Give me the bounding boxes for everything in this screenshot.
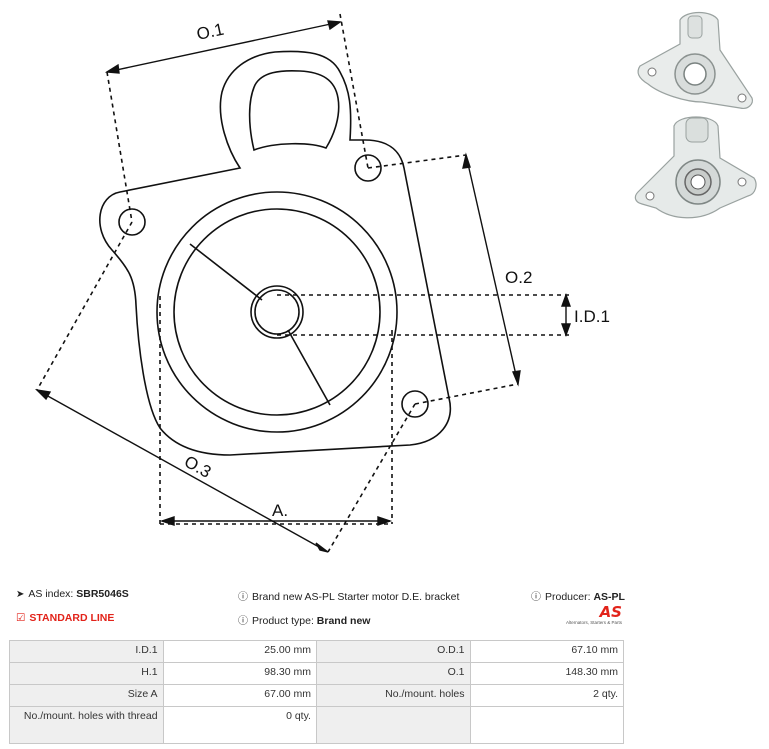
- standard-line-badge: ☑STANDARD LINE: [16, 612, 114, 624]
- spec-value: 2 qty.: [469, 684, 625, 707]
- spec-value: [469, 706, 625, 744]
- spec-value: 148.30 mm: [469, 662, 625, 685]
- table-row: No./mount. holes with thread 0 qty.: [9, 706, 625, 744]
- product-description: ⓘ Brand new AS-PL Starter motor D.E. brac…: [238, 588, 459, 603]
- spec-value: 67.00 mm: [162, 684, 317, 707]
- as-index: ➤AS index: SBR5046S: [16, 588, 129, 600]
- dim-label-o1: O.1: [195, 20, 226, 44]
- table-row: I.D.1 25.00 mm O.D.1 67.10 mm: [9, 640, 625, 663]
- description-text: Brand new AS-PL Starter motor D.E. brack…: [252, 591, 460, 603]
- spec-key: No./mount. holes with thread: [9, 706, 164, 744]
- dim-label-o3: O.3: [181, 452, 214, 482]
- product-type-label: Product type:: [252, 615, 314, 627]
- bore-outer-ring: [156, 191, 398, 433]
- specs-table: I.D.1 25.00 mm O.D.1 67.10 mm H.1 98.30 …: [9, 640, 625, 744]
- sector-window-line: [189, 243, 331, 406]
- spec-key: H.1: [9, 662, 164, 685]
- info-circle-icon: ⓘ: [531, 592, 541, 603]
- check-square-icon: ☑: [16, 612, 26, 624]
- logo-tagline: Alternators, Starters & Parts: [565, 620, 622, 625]
- producer-value: AS-PL: [593, 591, 625, 603]
- spec-key: [315, 706, 471, 744]
- logo-mark: AS: [599, 603, 622, 621]
- technical-drawing: O.1 O.2 O.3 A. I.D.1: [34, 13, 610, 553]
- tag-icon: ➤: [16, 589, 25, 600]
- spec-value: 25.00 mm: [162, 640, 317, 663]
- standard-line-label: STANDARD LINE: [29, 612, 115, 624]
- product-photo-front: [637, 11, 753, 109]
- spec-key: I.D.1: [9, 640, 164, 663]
- spec-value: 0 qty.: [162, 706, 317, 744]
- table-row: Size A 67.00 mm No./mount. holes 2 qty.: [9, 684, 625, 707]
- as-index-label: AS index:: [28, 588, 74, 600]
- mount-hole-left: [118, 208, 146, 236]
- product-type-value: Brand new: [316, 615, 371, 627]
- mount-hole-bottom: [401, 390, 429, 418]
- spec-value: 67.10 mm: [469, 640, 625, 663]
- bracket-loop-inner: [248, 69, 340, 152]
- hub-inner: [254, 289, 300, 335]
- spec-key: No./mount. holes: [315, 684, 471, 707]
- spec-key: Size A: [9, 684, 164, 707]
- info-circle-icon: ⓘ: [238, 592, 248, 603]
- hub-outer: [250, 285, 304, 339]
- dim-label-o2: O.2: [505, 268, 532, 287]
- bracket-outline: [99, 50, 452, 456]
- spec-key: O.1: [315, 662, 471, 685]
- info-circle-icon: ⓘ: [238, 616, 248, 627]
- bore-inner-ring: [173, 208, 381, 416]
- mount-hole-top: [354, 154, 382, 182]
- product-type: ⓘ Product type: Brand new: [238, 612, 370, 627]
- table-row: H.1 98.30 mm O.1 148.30 mm: [9, 662, 625, 685]
- as-pl-logo: AS Alternators, Starters & Parts: [562, 605, 622, 633]
- dim-label-id1: I.D.1: [574, 307, 610, 326]
- spec-key: O.D.1: [315, 640, 471, 663]
- product-photo-rear: [634, 116, 757, 219]
- producer: ⓘ Producer: AS-PL: [531, 588, 625, 603]
- producer-label: Producer:: [545, 591, 591, 603]
- spec-value: 98.30 mm: [162, 662, 317, 685]
- as-index-value: SBR5046S: [76, 588, 129, 600]
- dim-label-a: A.: [272, 501, 288, 520]
